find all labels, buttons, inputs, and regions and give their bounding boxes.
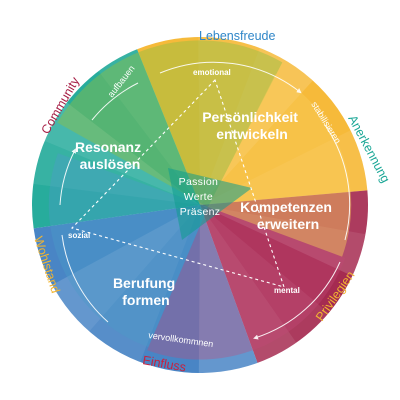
segment-resonanz-stripe-0 (32, 183, 200, 229)
ring-arc-left-upper (59, 148, 76, 206)
wheel-segments (32, 36, 369, 373)
center-core (168, 168, 252, 240)
segment-resonanz-base (32, 49, 200, 229)
overlay-light-yellow-wedge (208, 74, 352, 257)
ring-arc-top (159, 61, 302, 94)
triangle-outline (70, 78, 285, 288)
segment-berufung-stripe-0 (198, 205, 258, 373)
segment-persoenlichkeit-stripe-3 (200, 80, 351, 205)
segment-resonanz-stripe-4 (98, 49, 200, 206)
corner-mental: mental (274, 286, 300, 295)
outer-label-lebensfreude: Lebensfreude (199, 29, 276, 43)
ring-arc-right (324, 124, 351, 241)
segment-kompetenzen-stripe-4 (200, 205, 297, 363)
segment-berufung-stripe-3 (52, 205, 200, 332)
wheel-overlays (48, 40, 352, 360)
segment-title-kompetenzen: Kompetenzen erweitern (240, 199, 336, 232)
inner-ring (59, 61, 351, 340)
segment-kompetenzen-stripe-3 (200, 205, 329, 343)
overlay-light-blue-wedge (48, 153, 209, 348)
corner-emotional: emotional (193, 68, 231, 77)
segment-persoenlichkeit-base (137, 36, 368, 205)
corner-sozial: sozial (68, 231, 90, 240)
segment-berufung-stripe-2 (89, 205, 200, 363)
segment-title-persoenlichkeit: Persönlichkeit entwickeln (202, 109, 302, 142)
segment-title-berufung: Berufung formen (113, 275, 179, 308)
segment-kompetenzen-stripe-2 (200, 205, 353, 313)
overlay-rose-wedge (147, 207, 346, 360)
segment-title-resonanz: Resonanz auslösen (75, 139, 145, 172)
segment-berufung-stripe-1 (140, 205, 200, 373)
ring-arc-left (91, 82, 139, 121)
segment-kompetenzen-base (200, 190, 368, 363)
segment-resonanz-stripe-2 (44, 102, 200, 205)
center-words: Passion Werte Präsenz (179, 176, 222, 218)
ring-arc-bottom-left (61, 234, 109, 323)
segment-kompetenzen-stripe-0 (200, 190, 369, 235)
segment-resonanz-stripe-1 (33, 140, 200, 205)
segment-persoenlichkeit-stripe-0 (137, 37, 200, 205)
segment-berufung-base (33, 205, 258, 373)
segment-resonanz-stripe-3 (66, 71, 200, 205)
segment-kompetenzen-stripe-1 (200, 205, 366, 276)
segment-berufung-stripe-4 (33, 205, 200, 285)
ring-arc-bottom-right (253, 261, 341, 340)
dashed-triangle (70, 78, 285, 288)
overlay-green-wedge (57, 40, 283, 207)
segment-persoenlichkeit-stripe-2 (200, 47, 313, 206)
